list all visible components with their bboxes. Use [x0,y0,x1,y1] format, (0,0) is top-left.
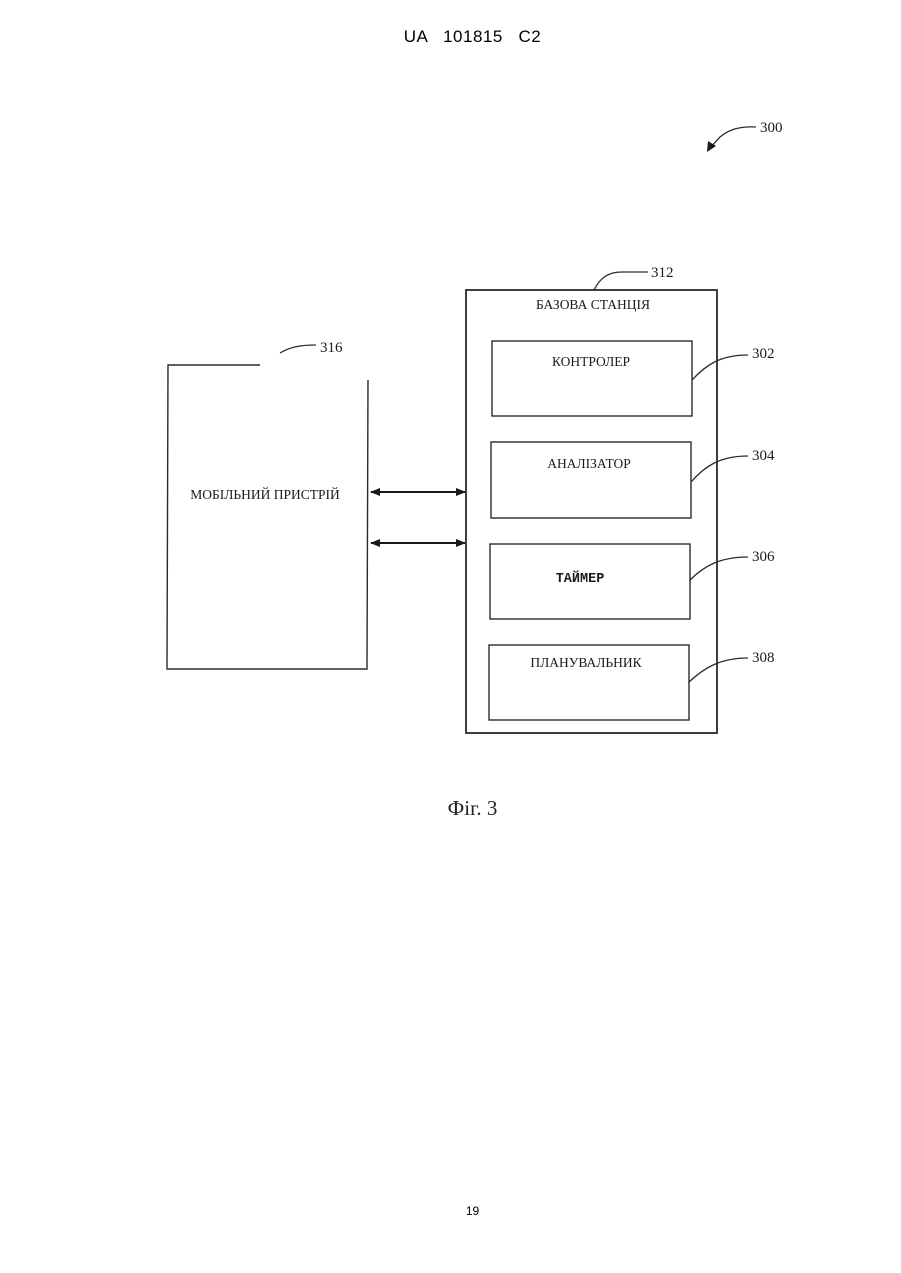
mobile-device-outline [167,365,368,669]
base-station-block: БАЗОВА СТАНЦІЯ 312 КОНТРОЛЕР 302 АНАЛІЗА… [466,265,775,733]
controller-leader-line [692,355,748,380]
mobile-device-label: МОБІЛЬНИЙ ПРИСТРІЙ [190,487,340,502]
base-station-leader-line [594,272,648,290]
overall-leader-line [710,127,756,148]
scheduler-leader-line [689,658,748,682]
analyzer-box [491,442,691,518]
scheduler-label: ПЛАНУВАЛЬНИК [530,655,642,670]
controller-ref-number: 302 [752,346,775,362]
timer-label: ТАЙМЕР [556,571,605,587]
analyzer-leader-line [691,456,748,482]
analyzer-ref-number: 304 [752,448,775,464]
controller-box [492,341,692,416]
timer-leader-line [690,557,748,580]
base-station-label: БАЗОВА СТАНЦІЯ [536,297,650,312]
overall-reference: 300 [707,120,783,152]
scheduler-ref-number: 308 [752,650,775,666]
analyzer-label: АНАЛІЗАТОР [547,456,631,471]
timer-ref-number: 306 [752,549,775,565]
controller-label: КОНТРОЛЕР [552,354,630,369]
base-station-ref-number: 312 [651,265,674,281]
page-number: 19 [0,1204,901,1218]
mobile-leader-line [280,345,316,353]
figure-caption: Фіг. 3 [0,796,901,821]
overall-ref-number: 300 [760,120,783,136]
mobile-device-block: МОБІЛЬНИЙ ПРИСТРІЙ 316 [167,340,368,669]
mobile-ref-number: 316 [320,340,343,356]
